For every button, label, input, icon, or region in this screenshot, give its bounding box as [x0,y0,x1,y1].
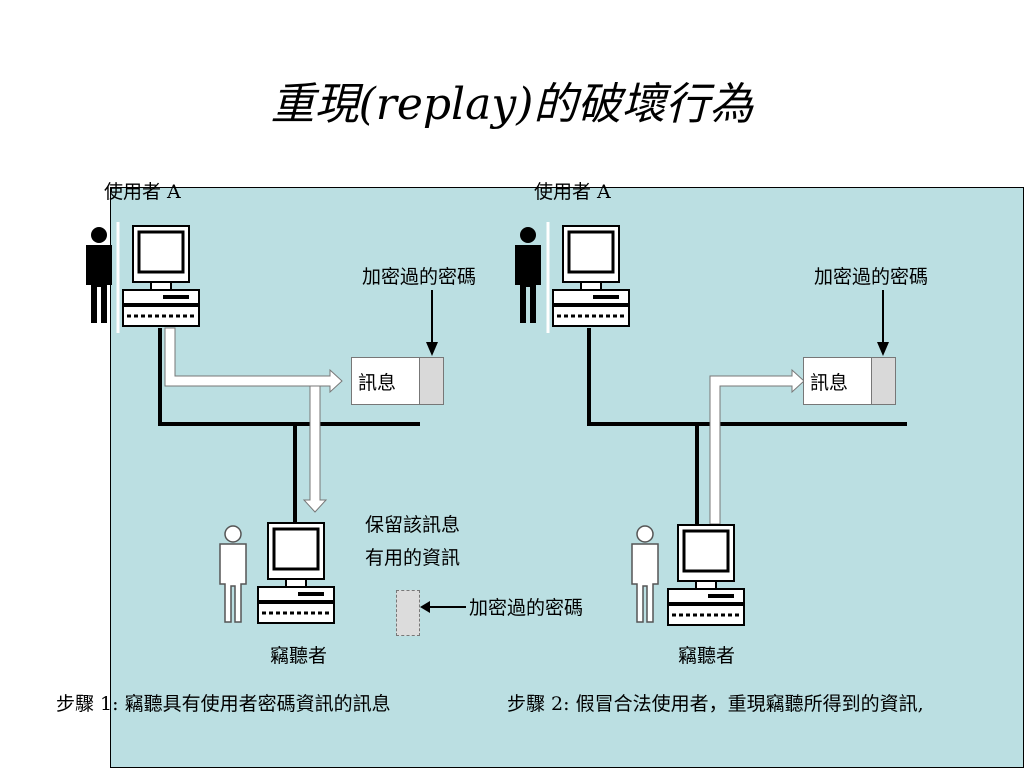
left-message-box: 訊息 [351,357,444,405]
left-message-label: 訊息 [358,372,397,394]
left-eavesdropper-label: 竊聽者 [270,645,328,667]
right-eavesdropper-figure [631,525,659,623]
right-message-key [871,358,895,404]
right-replay-arrow [709,368,805,525]
right-message-label: 訊息 [810,372,849,394]
left-retain-line1: 保留該訊息 [365,514,461,536]
left-eavesdropper-figure [219,525,247,623]
right-encrypted-label: 加密過的密碼 [814,266,929,288]
step-1-caption: 步驟 1: 竊聽具有使用者密碼資訊的訊息 [56,693,391,715]
left-user-label: 使用者 A [104,181,181,203]
left-encrypted-label: 加密過的密碼 [362,266,477,288]
slide-title: 重現(replay)的破壞行為 [270,79,754,130]
right-eavesdropper-computer [666,523,746,627]
right-eavesdropper-label: 竊聽者 [678,645,736,667]
step-2-caption: 步驟 2: 假冒合法使用者，重現竊聽所得到的資訊, [507,693,924,715]
right-user-figure [515,227,541,323]
right-user-computer [551,224,631,328]
left-eavesdropper-computer [256,521,336,625]
left-retain-line2: 有用的資訊 [365,547,461,569]
stored-key-block [396,590,420,636]
diagram-panel [110,187,1024,768]
left-user-figure [86,227,112,323]
left-intercept-arrow [302,385,328,513]
left-network-bus [158,328,420,426]
right-message-box: 訊息 [803,357,896,405]
left-user-computer [121,224,201,328]
left-message-key [419,358,443,404]
right-network-bus [587,328,907,426]
left-encrypted-label-2: 加密過的密碼 [469,597,584,619]
right-user-label: 使用者 A [534,181,611,203]
left-message-arrow [164,327,343,394]
